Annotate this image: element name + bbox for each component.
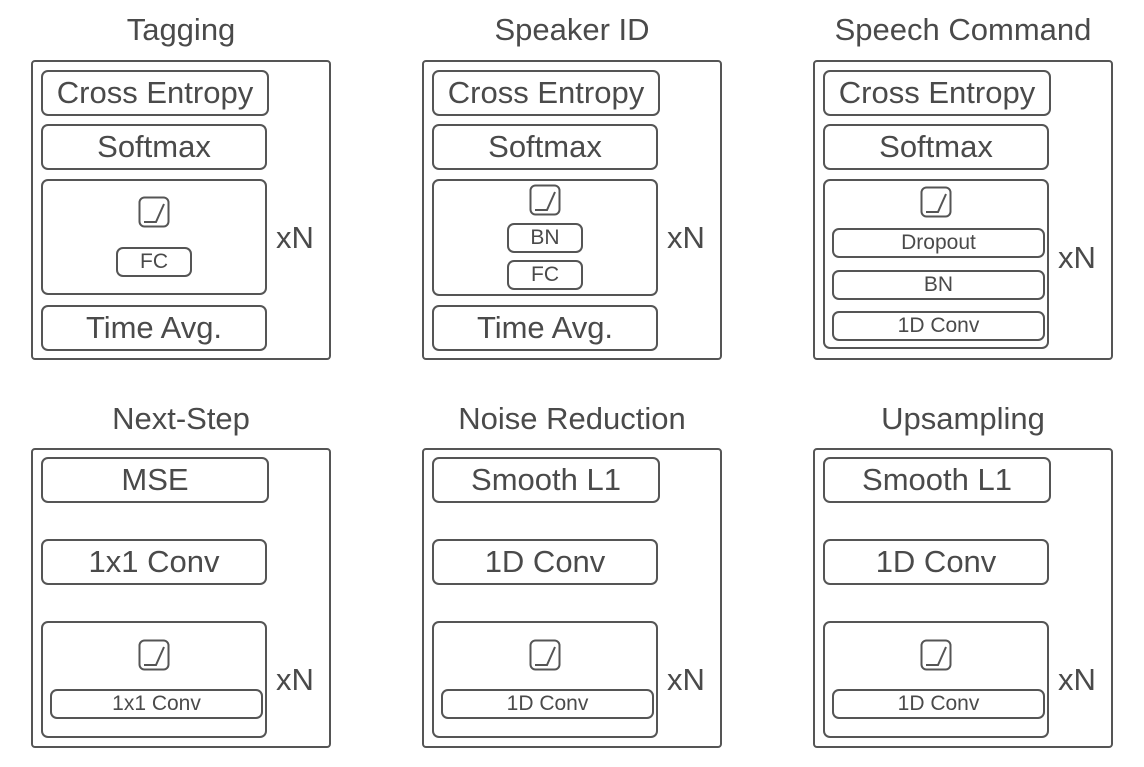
conv-1d-block: 1D Conv (832, 311, 1045, 341)
cross-entropy-block: Cross Entropy (41, 70, 269, 116)
activation-icon (920, 186, 952, 218)
time-avg-block: Time Avg. (432, 305, 658, 351)
conv-1d-block: 1D Conv (441, 689, 654, 719)
conv-1d-head-block: 1D Conv (823, 539, 1049, 585)
repeat-label: xN (1058, 662, 1096, 697)
mse-loss-block: MSE (41, 457, 269, 503)
softmax-block: Softmax (432, 124, 658, 170)
cross-entropy-block: Cross Entropy (823, 70, 1051, 116)
conv-1d-block: 1D Conv (832, 689, 1045, 719)
conv-1x1-head-block: 1x1 Conv (41, 539, 267, 585)
repeat-label: xN (1058, 240, 1096, 275)
activation-icon (138, 196, 170, 228)
bn-block: BN (832, 270, 1045, 300)
conv-1d-head-block: 1D Conv (432, 539, 658, 585)
panel-title-tagging: Tagging (126, 12, 236, 47)
softmax-block: Softmax (41, 124, 267, 170)
fc-block: FC (507, 260, 583, 290)
activation-icon (138, 639, 170, 671)
panel-title-next-step: Next-Step (112, 401, 250, 436)
bn-block: BN (507, 223, 583, 253)
repeat-label: xN (667, 662, 705, 697)
panel-title-upsampling: Upsampling (881, 401, 1045, 436)
fc-block: FC (116, 247, 192, 277)
repeat-label: xN (667, 220, 705, 255)
dropout-block: Dropout (832, 228, 1045, 258)
panel-title-speaker-id: Speaker ID (494, 12, 650, 47)
smooth-l1-loss-block: Smooth L1 (432, 457, 660, 503)
repeat-label: xN (276, 662, 314, 697)
smooth-l1-loss-block: Smooth L1 (823, 457, 1051, 503)
panel-title-speech-command: Speech Command (834, 12, 1092, 47)
activation-icon (920, 639, 952, 671)
conv-1x1-block: 1x1 Conv (50, 689, 263, 719)
activation-icon (529, 184, 561, 216)
time-avg-block: Time Avg. (41, 305, 267, 351)
softmax-block: Softmax (823, 124, 1049, 170)
repeat-label: xN (276, 220, 314, 255)
activation-icon (529, 639, 561, 671)
panel-title-noise-reduction: Noise Reduction (458, 401, 686, 436)
cross-entropy-block: Cross Entropy (432, 70, 660, 116)
